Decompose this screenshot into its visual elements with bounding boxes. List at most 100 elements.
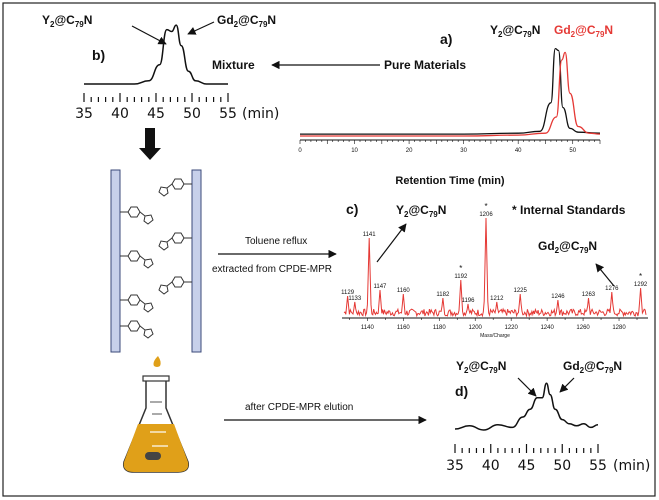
panel-b-ticks [83, 93, 229, 102]
legend-y2-c79n: Y2@C79N [490, 23, 540, 39]
panel-c-peak-label: 1192 [454, 274, 468, 280]
panel-b-trace [84, 24, 228, 85]
column-right-wall [191, 169, 202, 353]
panel-c-internal-standards: * Internal Standards [512, 203, 626, 217]
cpde-molecule-icon [158, 232, 192, 251]
panel-c-y2-arrow [376, 223, 407, 263]
panel-c-standard-star: * [459, 264, 462, 273]
panel-c-peak-label: 1292 [634, 282, 648, 288]
panel-c-peak-label: 1206 [479, 212, 493, 218]
pure-materials-label: Pure Materials [384, 58, 466, 72]
cpde-molecule-icon [158, 276, 192, 295]
panel-d-unit: (min) [613, 458, 650, 474]
panel-c-trace [343, 217, 647, 318]
panel-c-peak-label: 1263 [582, 292, 596, 298]
stir-bar-icon [145, 452, 161, 460]
panel-d-gd2-arrow [559, 377, 575, 393]
panel-b-gd2-arrow [187, 21, 215, 35]
panel-c-xlabel: Mass/Charge [480, 333, 510, 339]
panel-c-peak-label: 1141 [363, 232, 377, 238]
panel-a-red-trace [300, 51, 601, 137]
panel-a-tick-label: 40 [515, 148, 522, 154]
extracted-label: extracted from CPDE-MPR [212, 264, 332, 275]
panel-d-y2-label: Y2@C79N [456, 359, 506, 375]
down-arrow [139, 128, 161, 160]
panel-b-tick-label: 35 [75, 106, 93, 122]
legend-gd2-c79n: Gd2@C79N [554, 23, 613, 39]
panel-c-peak-label: 1225 [513, 288, 527, 294]
panel-d-label: d) [455, 383, 468, 399]
panel-c-y2-label: Y2@C79N [396, 203, 446, 219]
panel-b-tick-labels: 35 40 45 50 55 [75, 106, 237, 122]
panel-c-tick-label: 1260 [576, 325, 590, 331]
panel-c-gd2-label: Gd2@C79N [538, 239, 597, 255]
panel-d-trace [454, 382, 599, 431]
panel-c-gd2-arrow [595, 263, 615, 287]
panel-c-tick-label: 1280 [612, 325, 626, 331]
panel-c-peak-label: 1276 [605, 286, 619, 292]
panel-d-y2-arrow [517, 377, 537, 397]
cpde-molecule-icon [120, 320, 154, 339]
panel-a-tick-label: 20 [406, 148, 413, 154]
panel-b-tick-label: 45 [147, 106, 165, 122]
panel-c-tick-label: 1200 [469, 325, 483, 331]
panel-c-tick-label: 1220 [504, 325, 518, 331]
cpde-molecules [120, 178, 192, 339]
cpde-molecule-icon [120, 206, 154, 225]
panel-a-tick-label: 50 [569, 148, 576, 154]
panel-d-tick-label: 50 [553, 458, 571, 474]
panel-c-peak-label: 1182 [436, 292, 450, 298]
elution-label: after CPDE-MPR elution [245, 402, 353, 413]
panel-c-standard-star: * [484, 202, 487, 211]
panel-b-tick-label: 50 [183, 106, 201, 122]
panel-c-peak-label: 1160 [397, 288, 411, 294]
panel-c-tick-label: 1160 [397, 325, 411, 331]
panel-c-standard-star: * [639, 272, 642, 281]
panel-c-ticks: 1140 1160 1180 1200 1220 1240 1260 1280 [349, 318, 638, 331]
panel-b-label: b) [92, 47, 105, 63]
panel-c: c) Y2@C79N * Internal Standards Gd2@C79N… [341, 201, 648, 339]
panel-a-tick-label: 0 [298, 148, 302, 154]
panel-c-tick-label: 1240 [540, 325, 554, 331]
panel-b-tick-label: 40 [111, 106, 129, 122]
panel-b-y2-arrow [131, 25, 167, 45]
panel-c-peak-label: 1196 [462, 298, 476, 304]
erlenmeyer-flask [122, 375, 190, 473]
panel-d-ticks [454, 444, 599, 453]
panel-a-xlabel: Retention Time (min) [395, 175, 505, 187]
panel-a-tick-label: 10 [351, 148, 358, 154]
flask-rim [142, 375, 170, 382]
panel-b-gd2-label: Gd2@C79N [217, 13, 276, 29]
panel-c-peak-label: 1212 [490, 296, 504, 302]
panel-a-label: a) [440, 31, 452, 47]
panel-c-peak-label: 1133 [348, 296, 362, 302]
cpde-molecule-icon [158, 178, 192, 197]
panel-c-tick-label: 1140 [361, 325, 375, 331]
panel-a-black-trace [299, 47, 601, 135]
droplet-icon [153, 356, 161, 367]
mixture-label: Mixture [212, 58, 255, 72]
panel-b-y2-label: Y2@C79N [42, 13, 92, 29]
panel-d-gd2-label: Gd2@C79N [563, 359, 622, 375]
panel-c-label: c) [346, 201, 358, 217]
panel-b: Y2@C79N Gd2@C79N b) 35 40 45 50 55 (min) [42, 13, 279, 122]
panel-c-peak-label: 1147 [373, 284, 387, 290]
cpde-mpr-column [110, 169, 202, 353]
panel-c-peak-label: 1129 [341, 290, 355, 296]
panel-d-tick-label: 35 [446, 458, 464, 474]
cpde-molecule-icon [120, 294, 154, 313]
panel-b-unit: (min) [242, 106, 279, 122]
panel-b-tick-label: 55 [219, 106, 237, 122]
toluene-reflux-label: Toluene reflux [245, 236, 307, 247]
column-left-wall [110, 169, 121, 353]
panel-c-peak-label: 1246 [551, 294, 565, 300]
panel-c-tick-label: 1180 [433, 325, 447, 331]
panel-d-tick-label: 40 [482, 458, 500, 474]
